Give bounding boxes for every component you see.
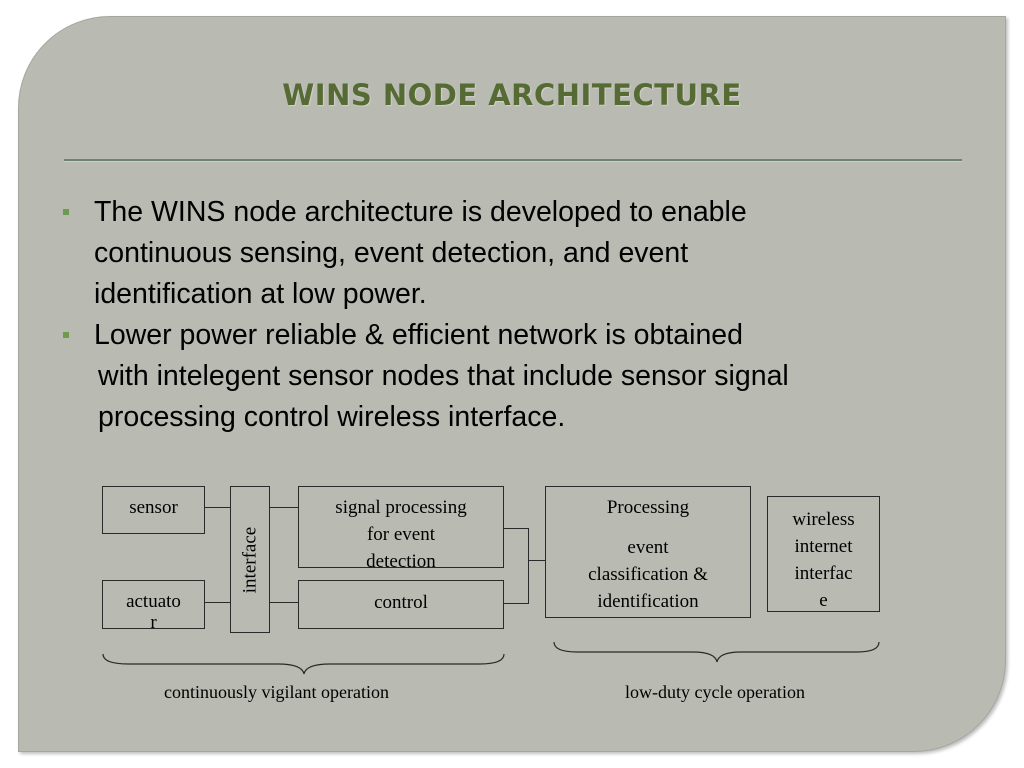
right-brace	[553, 641, 880, 663]
control-box: control	[298, 580, 504, 629]
connector-line	[528, 528, 529, 604]
actuator-box: actuato r	[102, 580, 205, 633]
connector-line	[528, 560, 545, 561]
wireless-label: interfac	[794, 563, 853, 584]
wireless-interface-box: wireless internet interfac e	[767, 496, 880, 612]
bullet-line: processing control wireless interface.	[98, 401, 566, 433]
slide-title: WINS NODE ARCHITECTURE	[282, 78, 742, 112]
processing-label: event	[627, 537, 669, 558]
processing-title: Processing	[606, 497, 690, 518]
control-label: control	[374, 592, 428, 613]
bullet-line: with intelegent sensor nodes that includ…	[98, 360, 789, 392]
left-brace	[102, 653, 505, 675]
caption-low-duty-cycle: low-duty cycle operation	[625, 682, 805, 702]
connector-line	[504, 603, 529, 604]
wireless-label: e	[819, 590, 828, 611]
signal-processing-box: signal processing for event detection	[298, 486, 504, 572]
processing-box: Processing event classification & identi…	[545, 486, 751, 618]
interface-box: interface	[230, 486, 270, 633]
interface-label: interface	[239, 526, 261, 593]
bullet-line: The WINS node architecture is developed …	[94, 196, 747, 228]
connector-line	[205, 507, 230, 508]
bullet-item: The WINS node architecture is developed …	[60, 192, 960, 315]
connector-line	[270, 507, 298, 508]
bullet-item: Lower power reliable & efficient network…	[60, 315, 960, 438]
square-bullet-icon	[63, 209, 69, 215]
signal-processing-label: detection	[366, 551, 436, 572]
connector-line	[270, 602, 298, 603]
signal-processing-label: signal processing	[335, 497, 467, 518]
signal-processing-label: for event	[366, 524, 436, 545]
connector-line	[205, 602, 230, 603]
wireless-label: internet	[794, 536, 853, 557]
caption-continuously-vigilant: continuously vigilant operation	[164, 682, 389, 702]
bullet-line: identification at low power.	[94, 278, 427, 310]
bullet-list: The WINS node architecture is developed …	[60, 192, 960, 438]
bullet-line: continuous sensing, event detection, and…	[94, 237, 689, 269]
processing-label: identification	[597, 591, 699, 612]
sensor-label: sensor	[129, 497, 178, 518]
actuator-label: r	[150, 612, 157, 633]
connector-line	[504, 528, 529, 529]
square-bullet-icon	[63, 332, 69, 338]
slide-background	[18, 16, 1006, 752]
title-divider	[64, 159, 962, 162]
actuator-label: actuato	[126, 591, 181, 612]
wireless-label: wireless	[792, 509, 855, 530]
processing-label: classification &	[588, 564, 708, 585]
bullet-line: Lower power reliable & efficient network…	[94, 319, 744, 351]
sensor-box: sensor	[102, 486, 205, 534]
